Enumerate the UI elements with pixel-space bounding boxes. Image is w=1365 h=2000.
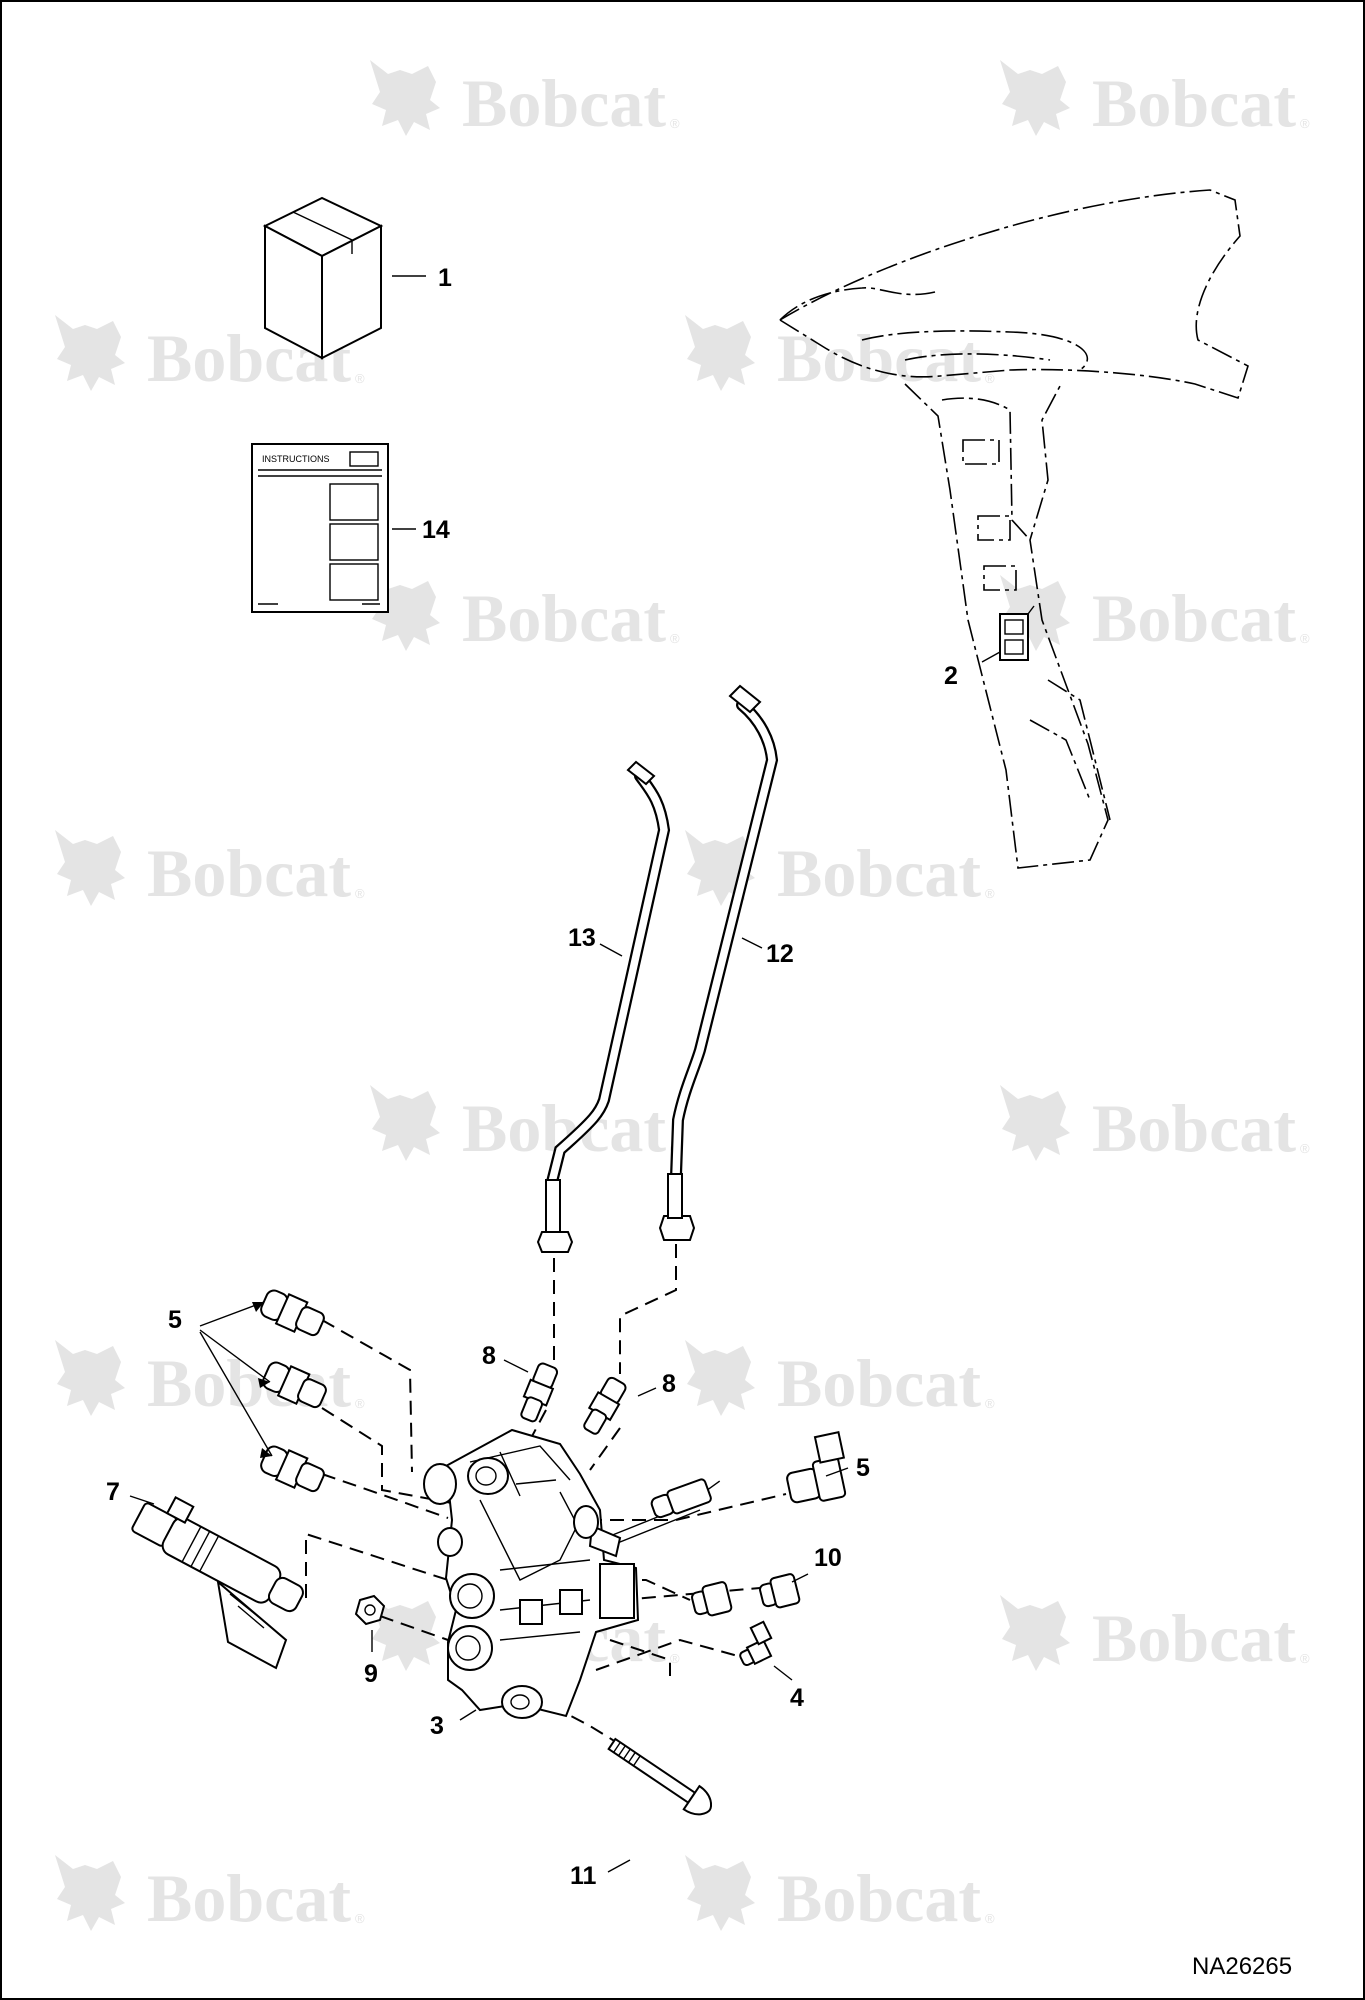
part-fitting-8-right: [583, 1376, 627, 1435]
part-joystick-handle: [779, 189, 1249, 869]
svg-text:®: ®: [355, 371, 365, 386]
callout-5-right: 5: [856, 1454, 870, 1482]
svg-text:®: ®: [1300, 631, 1310, 646]
callout-3: 3: [430, 1712, 444, 1740]
svg-text:®: ®: [1300, 1651, 1310, 1666]
leader-8-left: [503, 1359, 529, 1373]
svg-text:®: ®: [670, 1651, 680, 1666]
callout-5-left: 5: [168, 1306, 182, 1334]
callout-2: 2: [944, 662, 958, 690]
part-tube-13: [536, 760, 671, 1253]
part-bolt-11: [607, 1737, 713, 1816]
bobcat-watermark: Bobcat®: [370, 1085, 680, 1166]
part-box: [262, 196, 384, 360]
svg-text:®: ®: [670, 116, 680, 131]
callout-11: 11: [570, 1862, 597, 1890]
svg-text:®: ®: [985, 371, 995, 386]
callout-1: 1: [438, 264, 452, 292]
svg-text:Bobcat: Bobcat: [777, 1860, 981, 1936]
svg-text:Bobcat: Bobcat: [1092, 1090, 1296, 1166]
bobcat-watermark: Bobcat ®: [685, 1855, 995, 1936]
svg-text:®: ®: [985, 886, 995, 901]
callout-10: 10: [814, 1544, 842, 1572]
part-tube-12: [658, 684, 779, 1241]
leader-13: [599, 943, 623, 957]
svg-text:®: ®: [985, 1911, 995, 1926]
watermark-layer: Bobcat ® Bobcat ® Bobcat ® Bobcat ® Bobcat ® Bobca…: [55, 60, 1310, 1936]
bobcat-watermark: Bobcat ®: [1000, 575, 1310, 656]
callout-13: 13: [568, 924, 596, 952]
svg-text:Bobcat: Bobcat: [147, 835, 351, 911]
booklet-title: INSTRUCTIONS: [262, 454, 330, 464]
svg-text:®: ®: [670, 631, 680, 646]
part-instructions-booklet: INSTRUCTIONS: [251, 443, 389, 613]
svg-text:®: ®: [355, 1911, 365, 1926]
svg-text:®: ®: [355, 886, 365, 901]
svg-text:Bobcat: Bobcat: [777, 835, 981, 911]
leader-2: [981, 651, 1001, 663]
bobcat-watermark: Bobcat ®: [685, 315, 995, 396]
svg-text:®: ®: [355, 1396, 365, 1411]
leader-3: [459, 1709, 477, 1721]
leader-7: [129, 1495, 155, 1505]
bobcat-watermark: Bobcat ®: [1000, 60, 1310, 141]
callout-8-left: 8: [482, 1342, 496, 1370]
callout-8-right: 8: [662, 1370, 676, 1398]
callout-9: 9: [364, 1660, 378, 1688]
bobcat-watermark: Bobcat ®: [685, 1340, 995, 1421]
svg-text:®: ®: [1300, 116, 1310, 131]
leader-10: [791, 1573, 809, 1583]
bobcat-watermark: Bobcat ®: [1000, 1595, 1310, 1676]
leader-5-right: [825, 1467, 849, 1477]
bobcat-watermark: Bobcat ®: [1000, 1085, 1310, 1166]
leader-4: [773, 1665, 793, 1681]
svg-text:Bobcat: Bobcat: [1092, 1600, 1296, 1676]
svg-text:Bobcat: Bobcat: [1092, 580, 1296, 656]
part-fitting-8-left: [520, 1362, 559, 1423]
leader-12: [741, 937, 763, 949]
part-fitting-5: [260, 1289, 327, 1493]
leader-8-right: [637, 1387, 657, 1397]
bobcat-watermark: Bobcat ®: [55, 830, 365, 911]
callout-4: 4: [790, 1684, 804, 1712]
part-pressure-switch: [131, 1496, 304, 1670]
leader-5-fan: [199, 1301, 273, 1458]
bobcat-watermark: Bobcat ®: [55, 1855, 365, 1936]
svg-text:Bobcat: Bobcat: [1092, 65, 1296, 141]
callout-12: 12: [766, 940, 794, 968]
svg-text:Bobcat: Bobcat: [777, 1345, 981, 1421]
bobcat-watermark: Bobcat®: [55, 1340, 365, 1421]
bobcat-watermark: Bobcat ®: [370, 60, 680, 141]
leader-11: [607, 1859, 631, 1873]
part-nut-9: [354, 1594, 386, 1626]
part-fitting-4: [739, 1620, 773, 1667]
svg-text:Bobcat: Bobcat: [462, 65, 666, 141]
part-plug-10: [691, 1573, 801, 1617]
bobcat-watermark: Bobcat ®: [370, 575, 680, 656]
document-number: NA26265: [1192, 1953, 1292, 1980]
svg-text:®: ®: [985, 1396, 995, 1411]
callout-labels: 1 14 2 13 12 5 8 8 7 5 10 9 4 3 11: [106, 264, 958, 1890]
bobcat-watermark: Bobcat ®: [685, 830, 995, 911]
part-valve-body: [423, 1428, 721, 1719]
part-fitting-5-right: [786, 1430, 847, 1504]
svg-text:Bobcat: Bobcat: [147, 1860, 351, 1936]
svg-text:Bobcat: Bobcat: [462, 580, 666, 656]
callout-7: 7: [106, 1478, 120, 1506]
svg-text:Bobcat: Bobcat: [777, 320, 981, 396]
callout-14: 14: [422, 516, 450, 544]
svg-text:®: ®: [1300, 1141, 1310, 1156]
